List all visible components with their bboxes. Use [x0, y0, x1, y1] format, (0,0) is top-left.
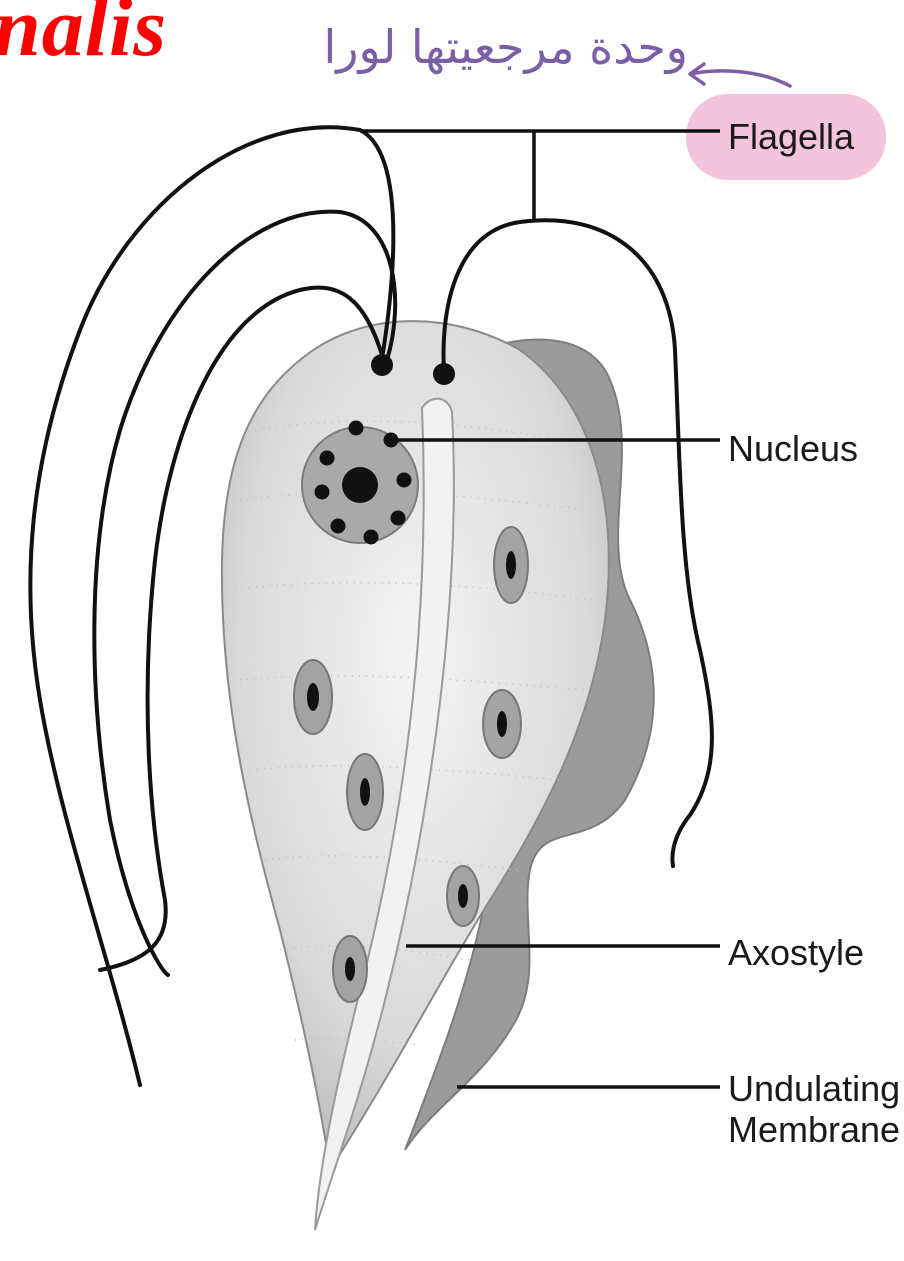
- nucleus-label: Nucleus: [728, 428, 858, 469]
- handwritten-annotation: وحدة مرجعيتها لورا: [318, 22, 688, 73]
- undulating-membrane-label-line2: Membrane: [728, 1109, 900, 1150]
- undulating-membrane-label: Undulating Membrane: [728, 1068, 900, 1151]
- axostyle-label: Axostyle: [728, 932, 864, 973]
- annotation-arrow: [690, 64, 790, 86]
- flagella-label: Flagella: [728, 116, 854, 157]
- undulating-membrane-label-line1: Undulating: [728, 1068, 900, 1109]
